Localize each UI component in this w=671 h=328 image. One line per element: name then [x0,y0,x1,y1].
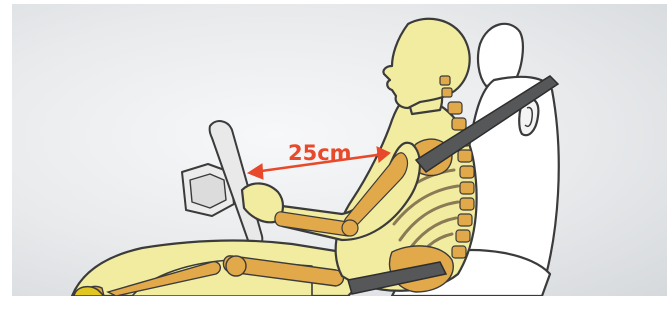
head [383,19,469,114]
bottom-margin [0,296,671,328]
driving-posture-illustration: 25cm [12,4,667,296]
distance-label: 25cm [288,141,352,165]
illustration-canvas: 25cm [12,4,667,296]
